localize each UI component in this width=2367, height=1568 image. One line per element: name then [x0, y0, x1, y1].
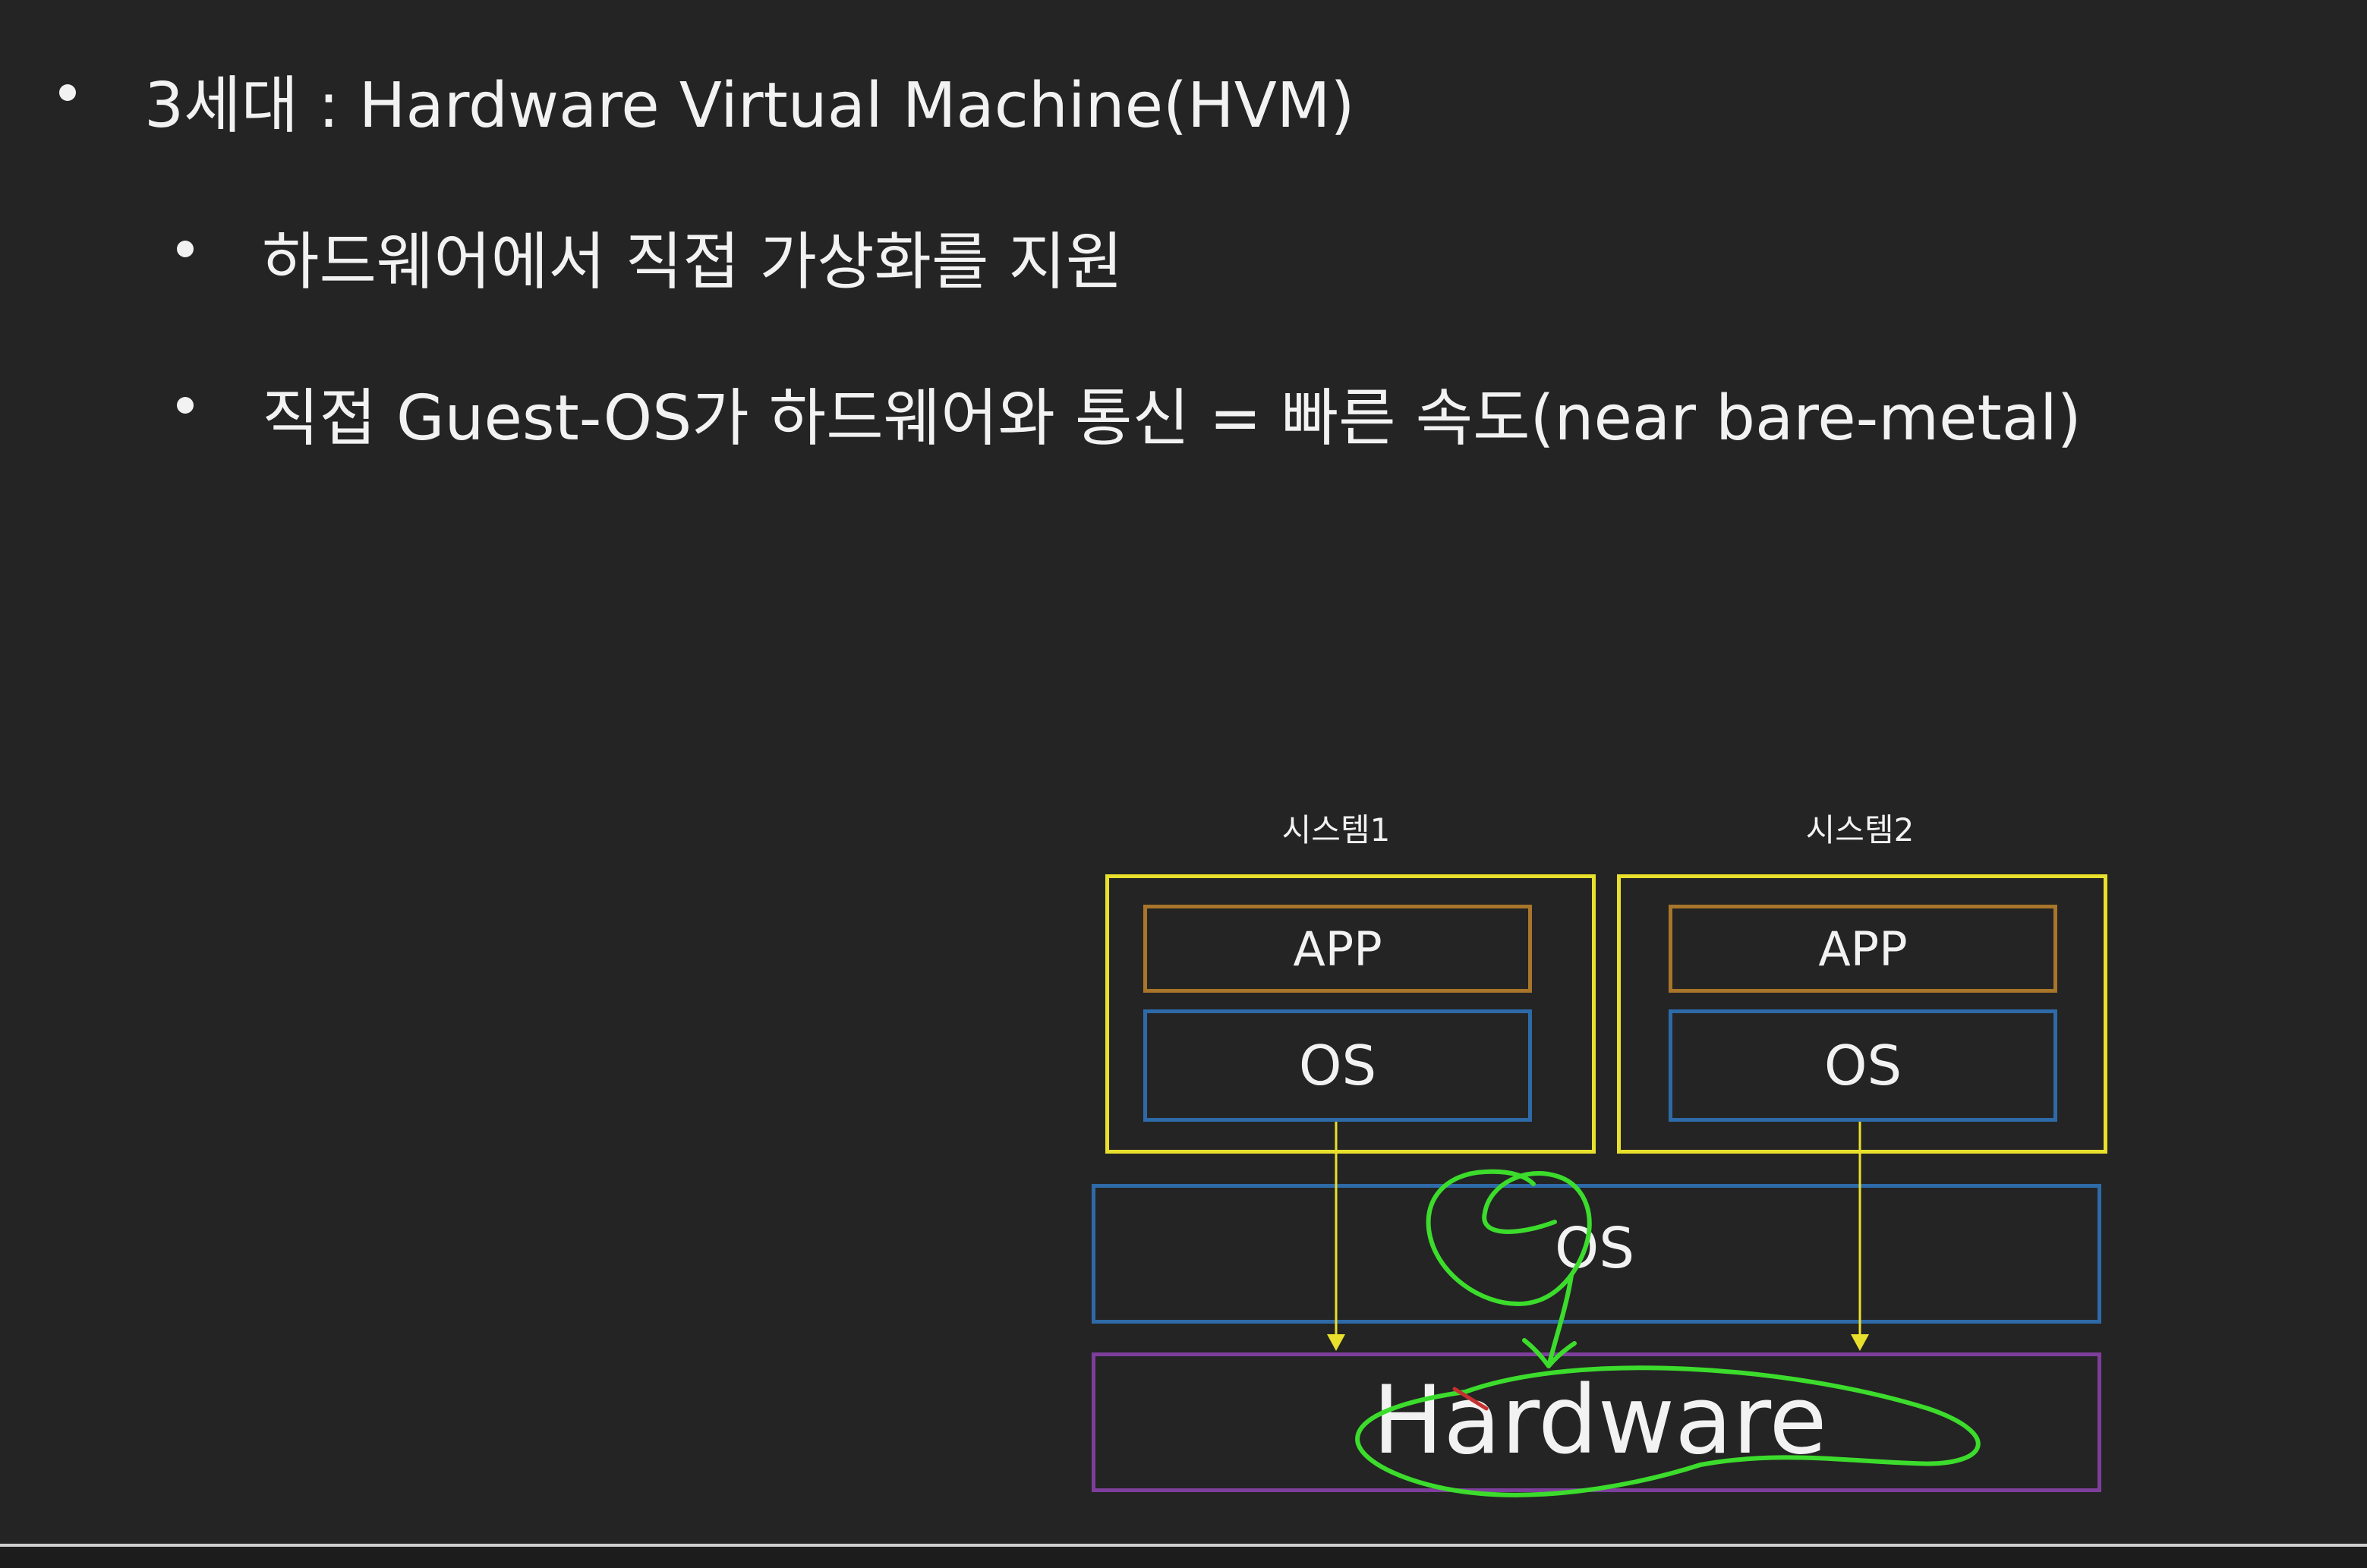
system1-label: 시스템1: [1281, 811, 1391, 849]
system2-app-box: APP: [1669, 905, 2057, 993]
system1-box: [1105, 874, 1596, 1154]
system2-label: 시스템2: [1805, 811, 1915, 849]
system2-guest-os-box: OS: [1669, 1009, 2057, 1122]
bullet-direct-communication: 직접 Guest-OS가 하드웨어와 통신 = 빠른 속도(near bare-…: [262, 383, 2082, 455]
system1-guest-os-box: OS: [1143, 1009, 1532, 1122]
system2-box: [1617, 874, 2107, 1154]
hardware-label: Hardware: [1373, 1366, 1827, 1475]
host-os-box: [1092, 1184, 2101, 1324]
video-progress-bar[interactable]: [0, 1544, 2367, 1568]
system1-app-box: APP: [1143, 905, 1532, 993]
bullet-dot: [177, 397, 194, 414]
bullet-hardware-support: 하드웨어에서 직접 가상화를 지원: [262, 226, 1124, 298]
bullet-dot: [59, 84, 76, 101]
bullet-dot: [177, 241, 194, 257]
bullet-generation-title: 3세대 : Hardware Virtual Machine(HVM): [144, 70, 1355, 142]
host-os-label: OS: [1555, 1216, 1635, 1281]
